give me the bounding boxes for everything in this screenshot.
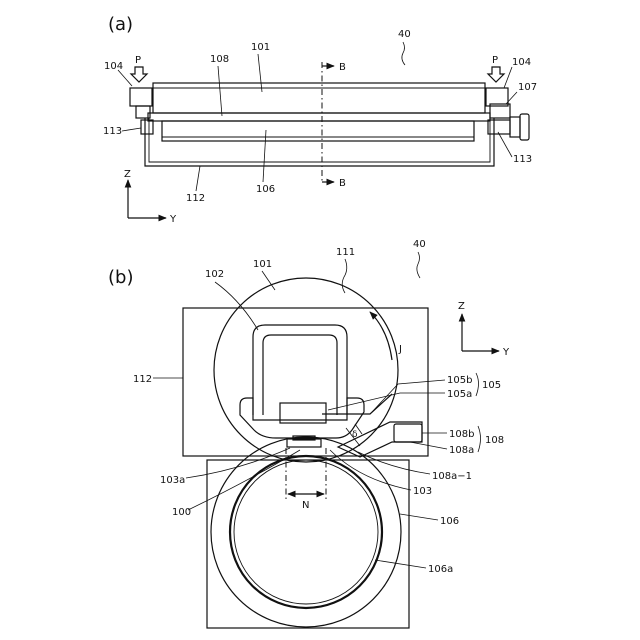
housing-112 — [183, 308, 428, 456]
label-108-b: 108 — [485, 435, 504, 446]
label-108b: 108b — [449, 429, 474, 440]
label-108-a: 108 — [210, 54, 229, 65]
leader-101-a — [258, 54, 262, 92]
label-40-a: 40 — [398, 29, 411, 40]
label-delta: δ — [352, 430, 358, 440]
leader-113-left — [122, 128, 141, 131]
gear-right — [520, 114, 529, 140]
label-104-right: 104 — [512, 57, 531, 68]
label-p-right: P — [492, 55, 498, 66]
core-106a-inner — [234, 460, 378, 604]
axis-z-label-a: Z — [124, 169, 131, 180]
core-106a — [230, 456, 382, 608]
arrow-p-left — [131, 67, 147, 82]
label-106a: 106a — [428, 564, 453, 575]
label-113-right: 113 — [513, 154, 532, 165]
label-101-a: 101 — [251, 42, 270, 53]
label-106-a: 106 — [256, 184, 275, 195]
label-108a-1: 108a−1 — [432, 471, 472, 482]
claw-108a — [338, 422, 422, 457]
roller-101 — [153, 83, 485, 113]
label-111: 111 — [336, 247, 355, 258]
leader-40-b — [417, 252, 420, 278]
leader-105b — [372, 380, 445, 412]
frame-112-a — [145, 118, 494, 166]
leader-106-b — [400, 514, 438, 520]
label-103: 103 — [413, 486, 432, 497]
band-108 — [148, 113, 490, 121]
roller-106 — [162, 121, 474, 141]
leader-112-a — [196, 166, 200, 191]
label-j: J — [398, 344, 402, 355]
label-112-b: 112 — [133, 374, 152, 385]
label-b-top: B — [339, 62, 346, 73]
holder-base — [240, 398, 364, 438]
leader-101-b — [262, 271, 275, 290]
label-108a: 108a — [449, 445, 474, 456]
bearing-113-left — [141, 120, 153, 134]
label-105a: 105a — [447, 389, 472, 400]
figure-b: (b) 40 δ J — [108, 239, 510, 628]
axis-z-label-b: Z — [458, 301, 465, 312]
brace-108 — [478, 426, 481, 452]
leader-40-a — [402, 42, 405, 65]
label-40-b: 40 — [413, 239, 426, 250]
arrow-p-right — [488, 67, 504, 82]
roller-106-b — [211, 437, 401, 627]
frame-112-inner — [149, 118, 490, 162]
gear-shaft-right — [510, 117, 520, 137]
bearing-113-right — [488, 120, 510, 134]
claw-108b — [394, 424, 422, 442]
figure-a-label: (a) — [108, 14, 133, 35]
figure-b-label: (b) — [108, 267, 133, 288]
label-104-left: 104 — [104, 61, 123, 72]
label-107: 107 — [518, 82, 537, 93]
label-102: 102 — [205, 269, 224, 280]
label-b-bottom: B — [339, 178, 346, 189]
leader-104-right — [504, 67, 512, 88]
label-p-left: P — [135, 55, 141, 66]
label-100: 100 — [172, 507, 191, 518]
label-106-b: 106 — [440, 516, 459, 527]
stay-102-outer — [253, 325, 347, 415]
axis-y-label-b: Y — [502, 347, 510, 358]
label-101-b: 101 — [253, 259, 272, 270]
label-105: 105 — [482, 380, 501, 391]
axis-y-label-a: Y — [169, 214, 177, 225]
roller-101-b — [214, 278, 398, 462]
leader-111 — [342, 259, 347, 293]
leader-106-a — [263, 130, 266, 182]
label-n: N — [302, 500, 309, 511]
leader-102 — [215, 282, 258, 330]
leader-108-a — [218, 66, 222, 116]
label-105b: 105b — [447, 375, 472, 386]
rotation-j-arrow — [370, 312, 392, 360]
leader-106a — [375, 560, 426, 568]
label-103a: 103a — [160, 475, 185, 486]
label-113-left: 113 — [103, 126, 122, 137]
leader-104-left — [118, 70, 132, 86]
bracket-104-left — [130, 88, 152, 106]
leader-108a-1 — [358, 452, 430, 474]
figure-a: (a) 40 P P 104 104 107 — [103, 14, 537, 225]
bracket-104-right — [486, 88, 508, 106]
brace-105 — [476, 373, 479, 396]
label-112-a: 112 — [186, 193, 205, 204]
